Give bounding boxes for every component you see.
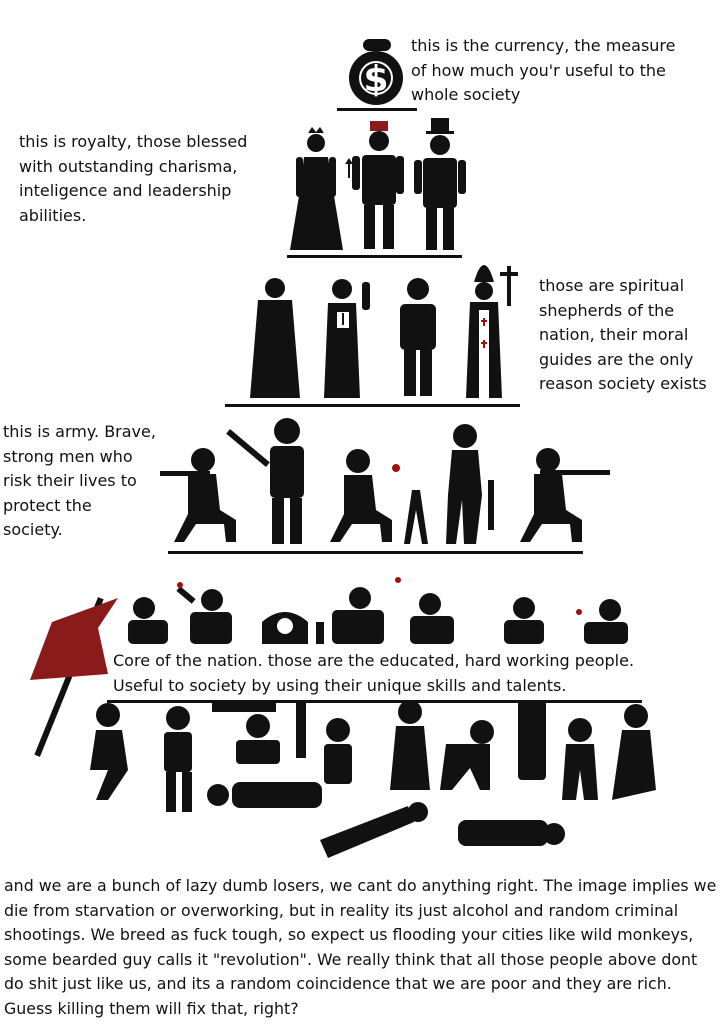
- worker-figures: [128, 577, 628, 644]
- crowd-figures: [90, 700, 656, 858]
- bottom-caption: and we are a bunch of lazy dumb losers, …: [4, 876, 717, 1018]
- royalty-figures: [290, 118, 466, 250]
- clergy-tier-line: [225, 404, 520, 407]
- clergy-figures: [250, 265, 518, 398]
- currency-caption: this is the currency, the measure of how…: [411, 36, 676, 104]
- army-tier-line: [168, 551, 583, 554]
- red-flag-icon: [30, 597, 118, 757]
- royalty-tier-line: [287, 255, 462, 258]
- core-tier-line: [107, 700, 642, 703]
- royalty-caption: this is royalty, those blessed with outs…: [19, 132, 248, 225]
- clergy-caption: those are spiritual shepherds of the nat…: [539, 276, 707, 393]
- core-caption: Core of the nation. those are the educat…: [113, 651, 635, 695]
- currency-tier-line: [337, 108, 417, 111]
- army-caption: this is army. Brave, strong men who risk…: [3, 422, 156, 539]
- army-figures: [160, 418, 610, 544]
- money-bag-icon: $: [349, 39, 403, 105]
